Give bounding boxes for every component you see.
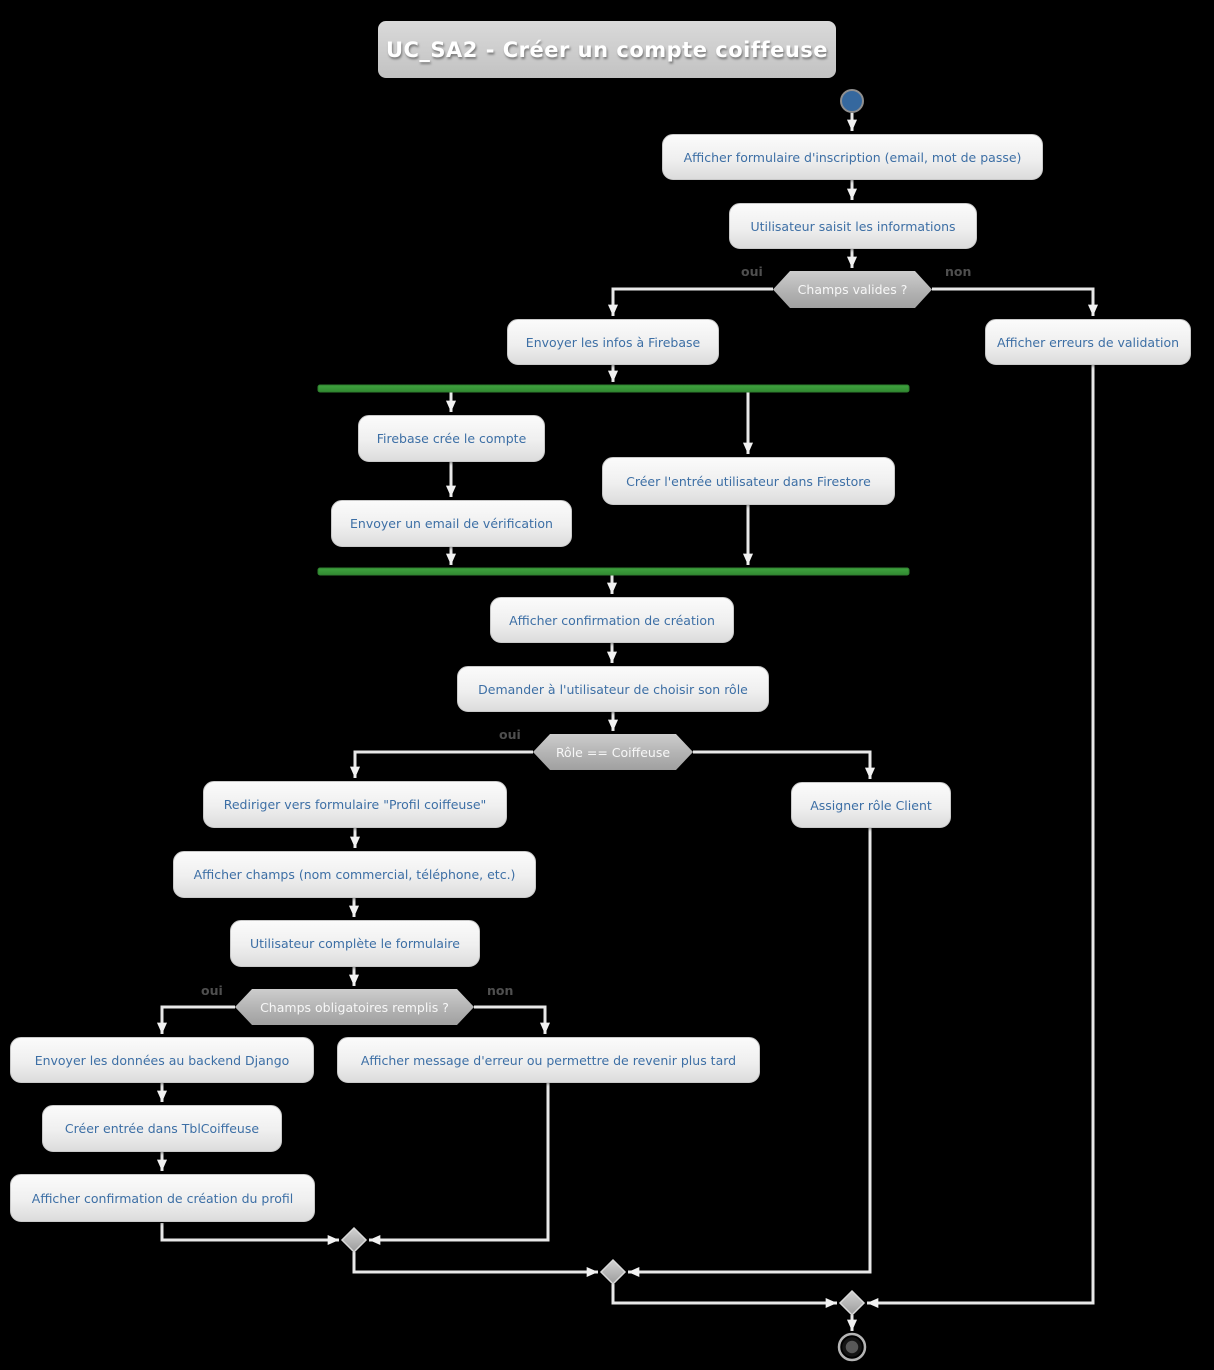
activity-envoyer-infos-firebase: Envoyer les infos à Firebase — [507, 319, 719, 365]
start-node — [840, 89, 864, 113]
activity-rediriger-formulaire-profil-coiffeuse: Rediriger vers formulaire "Profil coiffe… — [203, 781, 507, 828]
edge-d2-oui-to-a10 — [349, 750, 533, 778]
fork-bar — [317, 384, 910, 393]
activity-afficher-erreurs-validation: Afficher erreurs de validation — [985, 319, 1191, 365]
edge-a11-to-merge2 — [628, 828, 872, 1278]
activity-afficher-champs-commerciaux: Afficher champs (nom commercial, télépho… — [173, 851, 536, 898]
activity-utilisateur-saisit-informations: Utilisateur saisit les informations — [729, 203, 977, 249]
activity-creer-entree-tblcoiffeuse: Créer entrée dans TblCoiffeuse — [42, 1105, 282, 1152]
activity-afficher-formulaire-inscription: Afficher formulaire d'inscription (email… — [662, 134, 1043, 180]
join-bar — [317, 567, 910, 576]
activity-firebase-cree-compte: Firebase crée le compte — [358, 415, 545, 462]
merge-node-1 — [340, 1226, 368, 1254]
merge-node-2 — [599, 1258, 627, 1286]
activity-utilisateur-complete-formulaire: Utilisateur complète le formulaire — [230, 920, 480, 967]
activity-afficher-message-erreur-revenir: Afficher message d'erreur ou permettre d… — [337, 1037, 760, 1083]
edge-merge1-to-merge2 — [352, 1252, 598, 1278]
edge-a15-to-merge1 — [369, 1083, 550, 1246]
merge-node-3 — [838, 1289, 866, 1317]
final-node — [837, 1332, 867, 1362]
guard-oui-champs-valides: oui — [741, 264, 763, 279]
edge-merge2-to-merge3 — [611, 1284, 837, 1309]
activity-afficher-confirmation-creation: Afficher confirmation de création — [490, 597, 734, 643]
activity-demander-choisir-role: Demander à l'utilisateur de choisir son … — [457, 666, 769, 712]
edge-d2-to-a11 — [693, 750, 876, 779]
edge-d1-oui-to-a3 — [607, 287, 773, 316]
edge-a17-to-merge1 — [160, 1223, 339, 1246]
edge-d3-non-to-a15 — [474, 1005, 551, 1034]
activity-assigner-role-client: Assigner rôle Client — [791, 782, 951, 828]
decision-champs-obligatoires-remplis: Champs obligatoires remplis ? — [235, 989, 474, 1025]
activity-creer-entree-utilisateur-firestore: Créer l'entrée utilisateur dans Firestor… — [602, 457, 895, 505]
activity-envoyer-donnees-backend-django: Envoyer les données au backend Django — [10, 1037, 314, 1083]
activity-envoyer-email-verification: Envoyer un email de vérification — [331, 500, 572, 547]
edge-d1-non-to-a4 — [932, 287, 1099, 316]
diagram-title: UC_SA2 - Créer un compte coiffeuse — [378, 21, 836, 78]
guard-oui-champs-obligatoires: oui — [201, 983, 223, 998]
edge-d3-oui-to-a14 — [156, 1005, 235, 1034]
guard-oui-role-coiffeuse: oui — [499, 727, 521, 742]
activity-afficher-confirmation-creation-profil: Afficher confirmation de création du pro… — [10, 1174, 315, 1222]
edge-a4-to-merge3 — [867, 364, 1095, 1309]
guard-non-champs-valides: non — [945, 264, 972, 279]
decision-champs-valides: Champs valides ? — [773, 271, 932, 308]
decision-role-coiffeuse: Rôle == Coiffeuse — [533, 734, 693, 770]
guard-non-champs-obligatoires: non — [487, 983, 514, 998]
